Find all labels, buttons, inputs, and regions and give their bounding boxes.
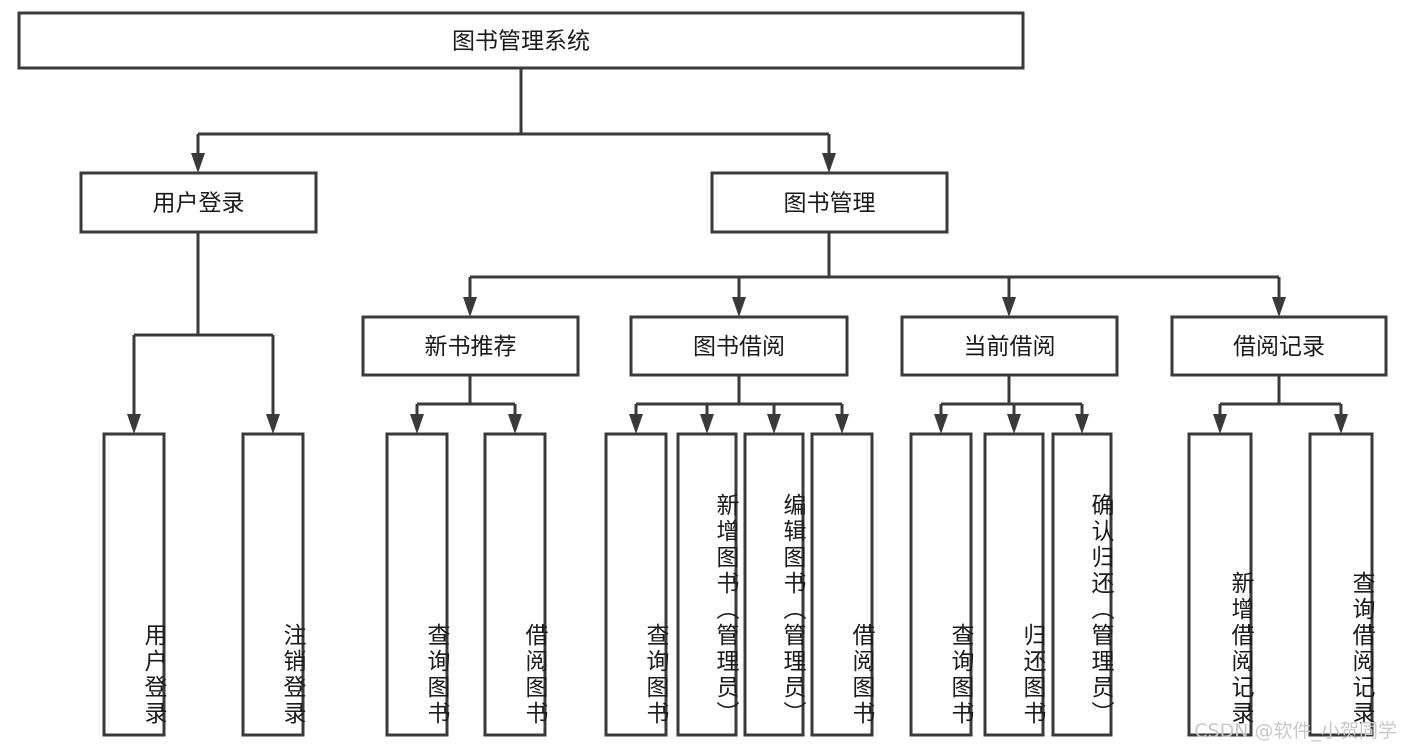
leaf-node-box-0[interactable] [102, 432, 166, 737]
leaf-node-box-9[interactable] [983, 432, 1045, 737]
arrow-head-icon [1002, 297, 1016, 317]
root-node-box[interactable] [17, 11, 1025, 70]
leaf-node-box-11[interactable] [1187, 432, 1253, 737]
arrow-head-icon [266, 414, 280, 434]
arrow-head-icon [463, 297, 477, 317]
arrow-head-icon [1213, 414, 1227, 434]
arrow-head-icon [1075, 414, 1089, 434]
level2-node-label-0: 用户登录 [153, 191, 245, 217]
arrow-head-icon [127, 414, 141, 434]
level3-node-label-3: 借阅记录 [1233, 334, 1325, 360]
arrow-head-icon [700, 414, 714, 434]
leaf-node-box-10[interactable] [1051, 432, 1113, 737]
arrow-head-icon [191, 153, 205, 173]
level2-node-box-1[interactable] [710, 171, 949, 234]
leaf-node-box-2[interactable] [385, 432, 449, 737]
arrow-head-icon [767, 414, 781, 434]
arrow-head-icon [822, 153, 836, 173]
leaf-node-box-5[interactable] [676, 432, 738, 737]
leaf-node-box-12[interactable] [1308, 432, 1374, 737]
level3-node-box-1[interactable] [629, 315, 849, 377]
level3-node-box-2[interactable] [900, 315, 1119, 377]
leaf-node-box-7[interactable] [810, 432, 874, 737]
leaf-node-box-6[interactable] [743, 432, 805, 737]
connector-edges [127, 68, 1348, 434]
node-boxes [17, 11, 1388, 737]
arrow-head-icon [410, 414, 424, 434]
watermark-text: CSDN @软件_小贺同学 [1194, 720, 1397, 742]
arrow-head-icon [1007, 414, 1021, 434]
leaf-node-box-4[interactable] [604, 432, 668, 737]
leaf-node-box-8[interactable] [909, 432, 973, 737]
arrow-head-icon [835, 414, 849, 434]
arrow-head-icon [732, 297, 746, 317]
level3-node-box-0[interactable] [361, 315, 580, 377]
level3-node-label-1: 图书借阅 [693, 334, 785, 360]
level3-node-box-3[interactable] [1170, 315, 1388, 377]
level2-node-box-0[interactable] [79, 171, 318, 234]
leaf-node-box-3[interactable] [483, 432, 547, 737]
arrow-head-icon [1334, 414, 1348, 434]
leaf-node-box-1[interactable] [241, 432, 305, 737]
level3-node-label-0: 新书推荐 [425, 334, 517, 360]
level3-node-label-2: 当前借阅 [964, 334, 1056, 360]
level2-node-label-1: 图书管理 [784, 191, 876, 217]
arrow-head-icon [1272, 297, 1286, 317]
arrow-head-icon [508, 414, 522, 434]
root-node-label: 图书管理系统 [452, 29, 590, 55]
arrow-head-icon [934, 414, 948, 434]
arrow-head-icon [629, 414, 643, 434]
